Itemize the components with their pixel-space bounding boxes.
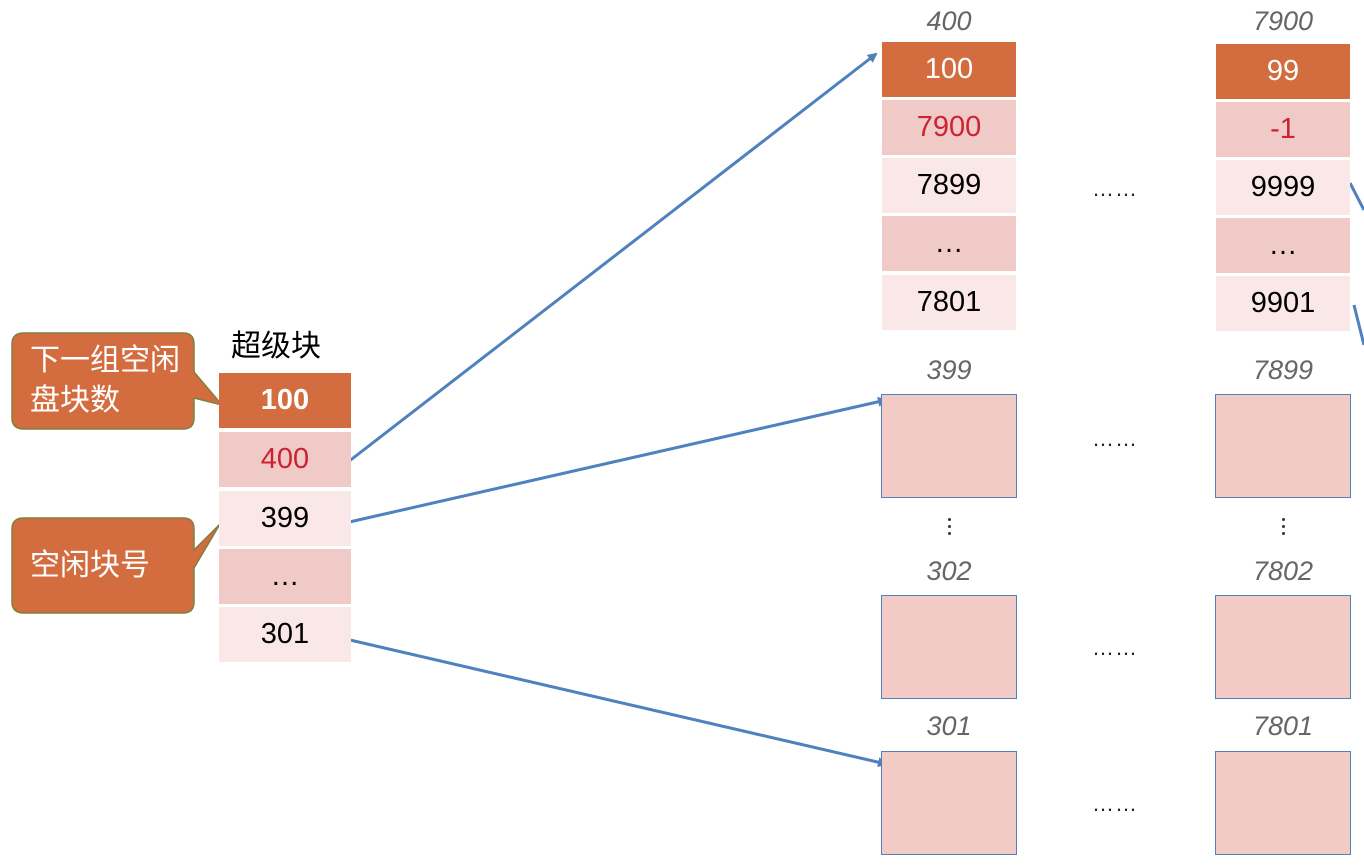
arrow-9999-offscreen (1348, 182, 1364, 211)
group1-cell-ellipsis: … (882, 216, 1016, 271)
group2-cell: 9999 (1216, 160, 1350, 215)
vertical-ellipsis (946, 518, 952, 535)
group1-count-cell: 100 (882, 42, 1016, 97)
free-block (1215, 751, 1351, 855)
callout-next-group-shape (11, 332, 225, 430)
superblock-title: 超级块 (231, 329, 321, 364)
group1-cell: 7899 (882, 158, 1016, 213)
arrow-9901-offscreen (1352, 304, 1364, 346)
arrow-400-to-block-400 (347, 52, 878, 464)
arrow-301-to-block-301 (349, 638, 888, 768)
group2-cell-ellipsis: … (1216, 218, 1350, 273)
group2-cell: 9901 (1216, 276, 1350, 331)
free-block (1215, 595, 1351, 699)
callout-free-block-no-shape (11, 517, 221, 614)
superblock-cell: 301 (219, 607, 351, 662)
block-label: 302 (926, 556, 972, 586)
group1-next-group-cell: 7900 (882, 100, 1016, 155)
callout-next-group-text: 下一组空闲盘块数 (30, 343, 180, 418)
callout-free-block-no-text: 空闲块号 (30, 548, 150, 583)
superblock-next-group-cell: 400 (219, 432, 351, 487)
block-label-400: 400 (926, 6, 972, 36)
superblock-cell-ellipsis: … (219, 549, 351, 604)
horizontal-ellipsis: …… (1092, 176, 1138, 201)
block-label: 399 (926, 355, 972, 385)
block-label: 7899 (1252, 355, 1314, 385)
free-block (1215, 394, 1351, 498)
horizontal-ellipsis: …… (1092, 791, 1138, 816)
free-block (881, 751, 1017, 855)
vertical-ellipsis (1280, 518, 1286, 535)
superblock-count-cell: 100 (219, 373, 351, 428)
superblock-cell: 399 (219, 491, 351, 546)
horizontal-ellipsis: …… (1092, 426, 1138, 451)
group2-next-group-cell: -1 (1216, 102, 1350, 157)
arrow-399-to-block-399 (344, 396, 888, 525)
free-block (881, 394, 1017, 498)
horizontal-ellipsis: …… (1092, 635, 1138, 660)
free-block (881, 595, 1017, 699)
block-label: 7802 (1252, 556, 1314, 586)
group2-count-cell: 99 (1216, 44, 1350, 99)
group1-cell: 7801 (882, 275, 1016, 330)
block-label: 301 (926, 711, 972, 741)
block-label-7900: 7900 (1252, 6, 1314, 36)
block-label: 7801 (1252, 711, 1314, 741)
